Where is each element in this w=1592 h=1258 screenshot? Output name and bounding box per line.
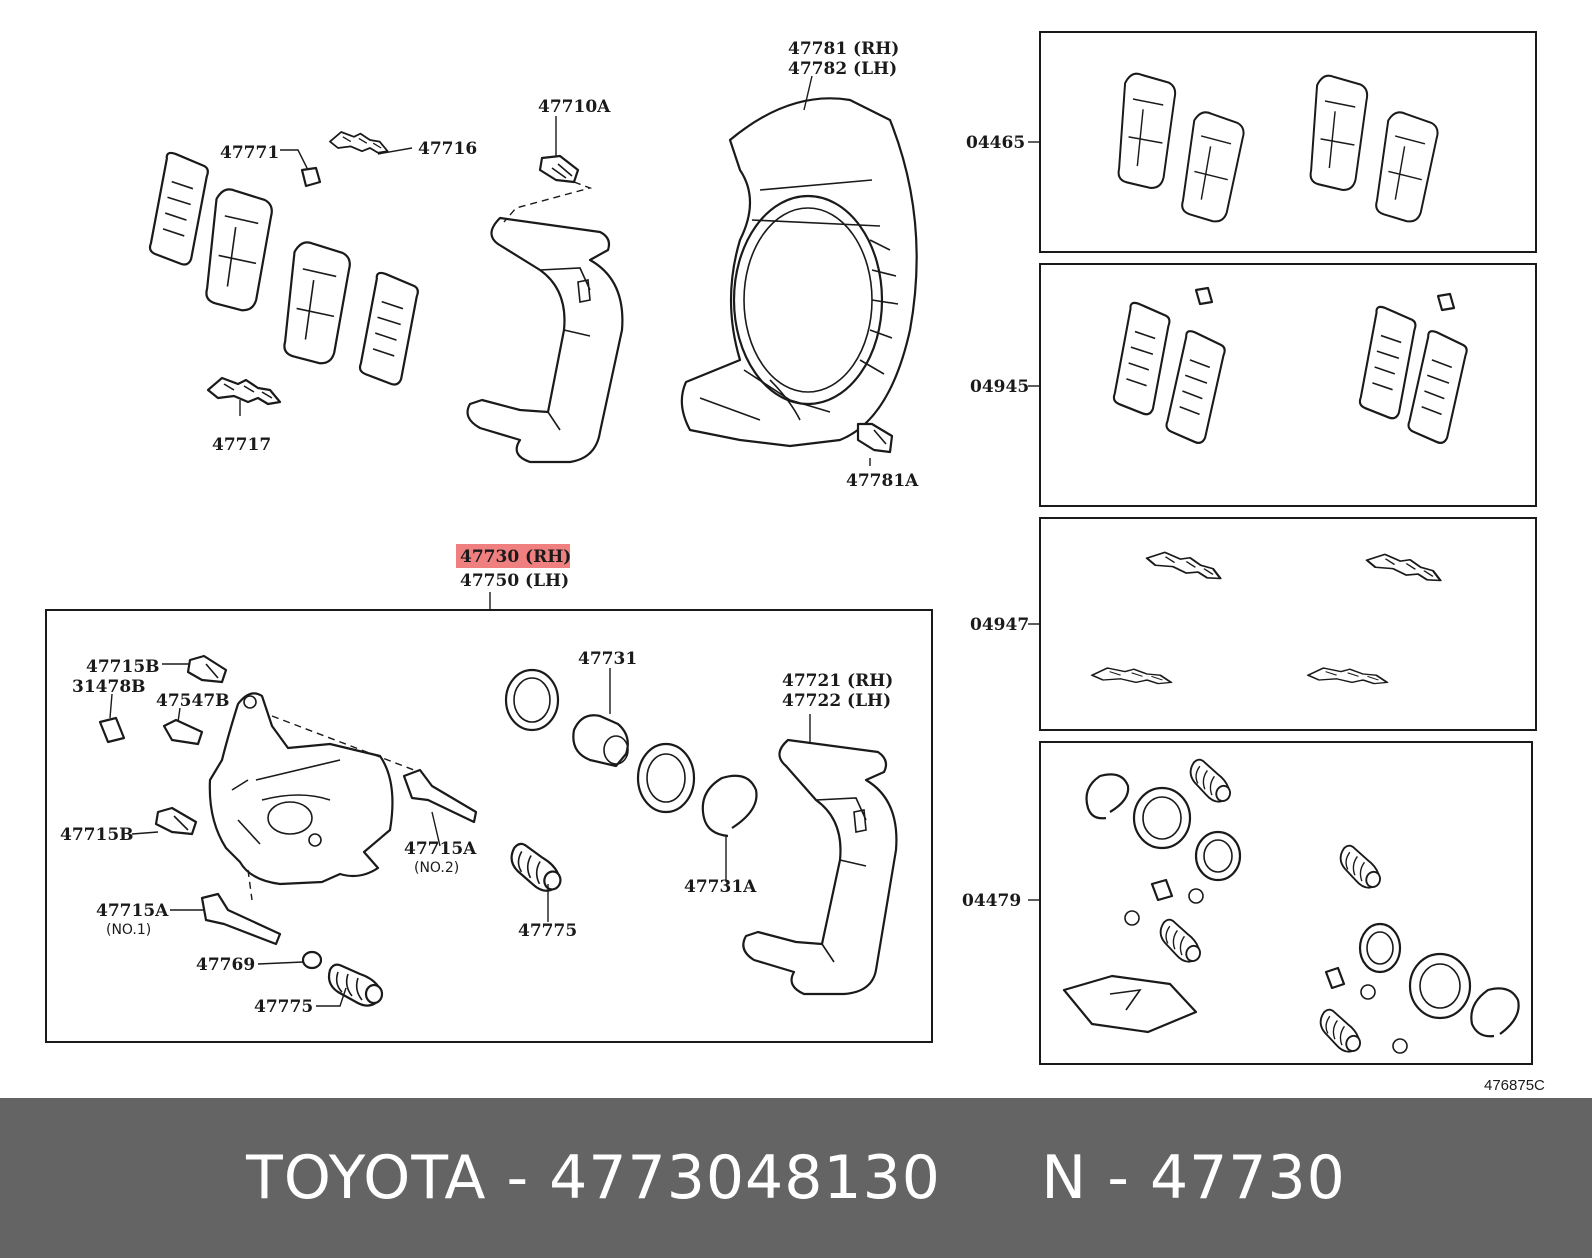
anti-squeal-clip-47717 [206,376,282,406]
label-no1: (NO.1) [106,922,151,938]
bleeder-plug-47547B [162,718,204,746]
label-47769: 47769 [196,955,255,975]
highlight-47730 [456,544,570,568]
label-31478B: 31478B [72,677,146,697]
diagram-code: 476875C [1484,1077,1545,1094]
top-leaders [239,75,871,466]
mounting-bracket-top [466,216,624,464]
label-47731: 47731 [578,649,637,669]
label-47781: 47781 (RH) [788,39,899,59]
kit-04947-clips [1090,548,1449,685]
bottom-leaders [109,663,811,1007]
kit-box-04947 [1039,517,1537,731]
label-04945: 04945 [970,377,1029,397]
label-47717: 47717 [212,435,271,455]
label-47710A: 47710A [538,97,611,117]
anti-squeal-clip-47716 [329,131,389,154]
label-47775-left: 47775 [254,997,313,1017]
footer-bar: TOYOTA - 4773048130 N - 47730 [0,1098,1592,1258]
label-47775-mid: 47775 [518,921,577,941]
kit-box-04479 [1039,741,1533,1065]
label-47782: 47782 (LH) [788,59,897,79]
label-no2: (NO.2) [414,860,459,876]
labels: 47781 (RH) 47782 (LH) 47710A 47771 47716… [60,39,1545,1094]
parts-diagram: 47781 (RH) 47782 (LH) 47710A 47771 47716… [45,31,1545,1094]
kit-04479-seals [1062,756,1520,1056]
kit-box-04465 [1039,31,1537,253]
label-47731A: 47731A [684,877,757,897]
ring-47731A [701,774,758,838]
label-47771: 47771 [220,143,279,163]
bolt-47715B-mid [154,806,198,836]
kit-box-04945 [1039,263,1537,507]
label-47781A: 47781A [846,471,919,491]
label-04479: 04479 [962,891,1021,911]
kit-04465-pads [1116,71,1441,225]
footer-title: TOYOTA - 4773048130 N - 47730 [246,1143,1346,1213]
label-47721: 47721 (RH) [782,671,893,691]
disc-brake-dust-cover [680,97,918,448]
label-47715A-no2: 47715A [404,839,477,859]
mounting-bracket-bottom [742,738,898,996]
boot-47775-left [327,963,384,1007]
label-47750: 47750 (LH) [460,571,569,591]
wear-indicator-47771 [300,166,322,188]
bolt-47781A [856,422,894,454]
label-47716: 47716 [418,139,477,159]
label-04947: 04947 [970,615,1029,635]
label-47715B-mid: 47715B [60,825,134,845]
label-47715B-top: 47715B [86,657,160,677]
boot-47775-mid [504,841,568,895]
brake-pad-set-top [147,150,421,388]
bolt-47715B-top [186,654,228,684]
dash-caliper [271,715,415,771]
piston-seal-ring [636,742,696,814]
label-47722: 47722 (LH) [782,691,891,711]
guide-pin-47715A-no1 [200,892,282,946]
guide-pin-47715A-no2 [402,768,478,824]
bushing-47769 [301,950,323,970]
caliper-assembly-box [45,609,933,1043]
seal-47731-ring [504,668,560,732]
label-47715A-no1: 47715A [96,901,169,921]
cap-31478B [98,716,126,744]
kit-04945-shims [1111,286,1471,446]
dash-caliper-2 [247,869,253,901]
label-47730: 47730 (RH) [460,547,571,567]
label-04465: 04465 [966,133,1025,153]
dash-47710A [503,181,593,223]
label-47547B: 47547B [156,691,230,711]
bolt-47710A [538,154,580,184]
caliper-cylinder [208,692,394,886]
piston-47731 [572,714,629,768]
